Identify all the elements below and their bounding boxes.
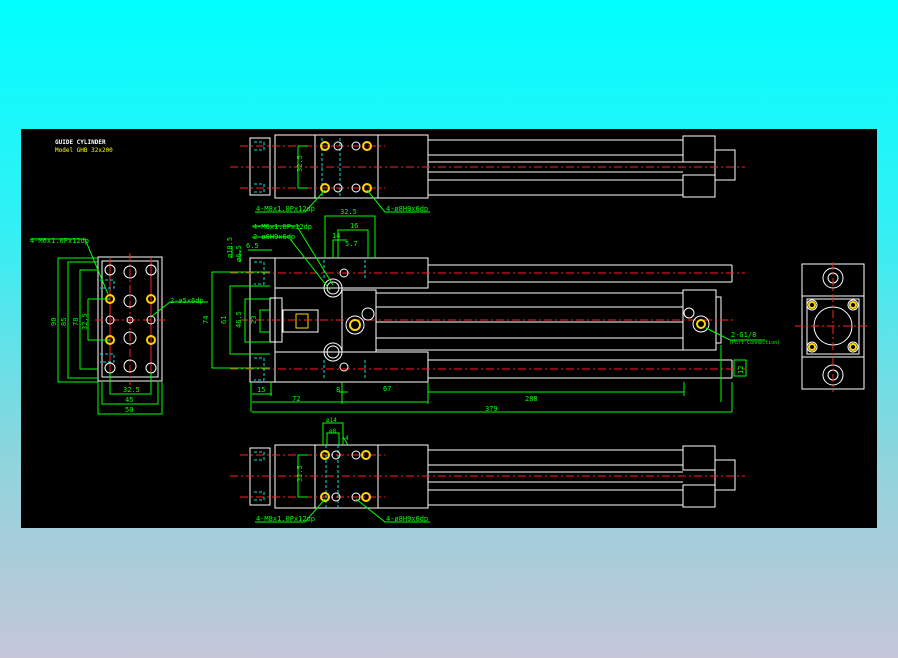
dim-61: 61 xyxy=(220,316,228,324)
drawing: GUIDE CYLINDER Model GHB 32x200 32.5 4-M… xyxy=(30,134,870,523)
dim-12: 12 xyxy=(737,366,745,374)
dim-23: 23 xyxy=(250,316,258,324)
callout-pin-top: 4-ø8H9x6dp xyxy=(386,205,428,213)
dim-379: 379 xyxy=(485,405,498,413)
dim-72: 72 xyxy=(292,395,300,403)
dim-46-5: 46.5 xyxy=(235,311,243,328)
drawing-title: GUIDE CYLINDER xyxy=(55,139,106,146)
dim-67: 67 xyxy=(383,385,391,393)
dim-dia-6-5: ø6.5 xyxy=(235,245,243,262)
dim-32-5-bottom: 32.5 xyxy=(296,465,304,482)
callout-m8-bottom: 4-M8x1.0Px12dp xyxy=(256,515,315,523)
dim-dia-8: ø8 xyxy=(329,428,337,435)
dim-32-5-plate-h: 32.5 xyxy=(123,386,140,394)
dim-32-5-top: 32.5 xyxy=(296,155,304,172)
model-label: Model GHB 32x200 xyxy=(55,147,113,154)
dim-45: 45 xyxy=(125,396,133,404)
dim-32-5-plate-v: 32.5 xyxy=(81,313,89,330)
dim-90: 90 xyxy=(50,318,58,326)
top-view: 32.5 4-M8x1.0Px12dp 4-ø8H9x6dp xyxy=(230,134,745,213)
callout-m8-top: 4-M8x1.0Px12dp xyxy=(256,205,315,213)
cad-drawing-canvas[interactable]: GUIDE CYLINDER Model GHB 32x200 32.5 4-M… xyxy=(21,129,877,528)
callout-pin-front: 2-ø6H9x6dp xyxy=(253,233,295,241)
dim-5-7: 5.7 xyxy=(345,240,358,248)
dim-8: 8 xyxy=(336,386,340,394)
callout-m6-plate: 4-M6x1.0Px12dp xyxy=(30,237,89,245)
callout-pin-plate: 2-ø5x6dp xyxy=(170,297,204,305)
callout-port: 2-G1/8 xyxy=(731,331,756,339)
callout-pin-bottom: 4-ø8H9x6dp xyxy=(386,515,428,523)
dim-85: 85 xyxy=(60,318,68,326)
dim-4: 4 xyxy=(345,435,349,442)
dim-32-5: 32.5 xyxy=(340,208,357,216)
dim-288: 288 xyxy=(525,395,538,403)
dim-dia-14: ø14 xyxy=(326,417,337,424)
dim-14: 14 xyxy=(332,232,340,240)
end-view xyxy=(795,262,870,392)
bottom-view: 32.5 ø14 ø8 4 4-M8x1.0Px12dp 4-ø8H9x6dp xyxy=(230,417,745,523)
dim-74: 74 xyxy=(202,316,210,324)
dim-6-5: 6.5 xyxy=(246,242,259,250)
callout-port-sub: (Port Connection) xyxy=(729,340,780,346)
dim-dia-10-5: ø10.5 xyxy=(226,237,234,258)
callout-m6-front: 4-M6x1.0Px12dp xyxy=(253,223,312,231)
dim-50: 50 xyxy=(125,406,133,414)
dim-78: 78 xyxy=(72,318,80,326)
plate-view: 4-M6x1.0Px12dp 2-ø5x6dp 90 85 78 32.5 32… xyxy=(30,237,208,415)
dim-16: 16 xyxy=(350,222,358,230)
dim-15: 15 xyxy=(257,386,265,394)
front-view: 32.5 16 14 5.7 6.5 ø10.5 ø6.5 4-M6x1.0Px… xyxy=(202,208,780,413)
